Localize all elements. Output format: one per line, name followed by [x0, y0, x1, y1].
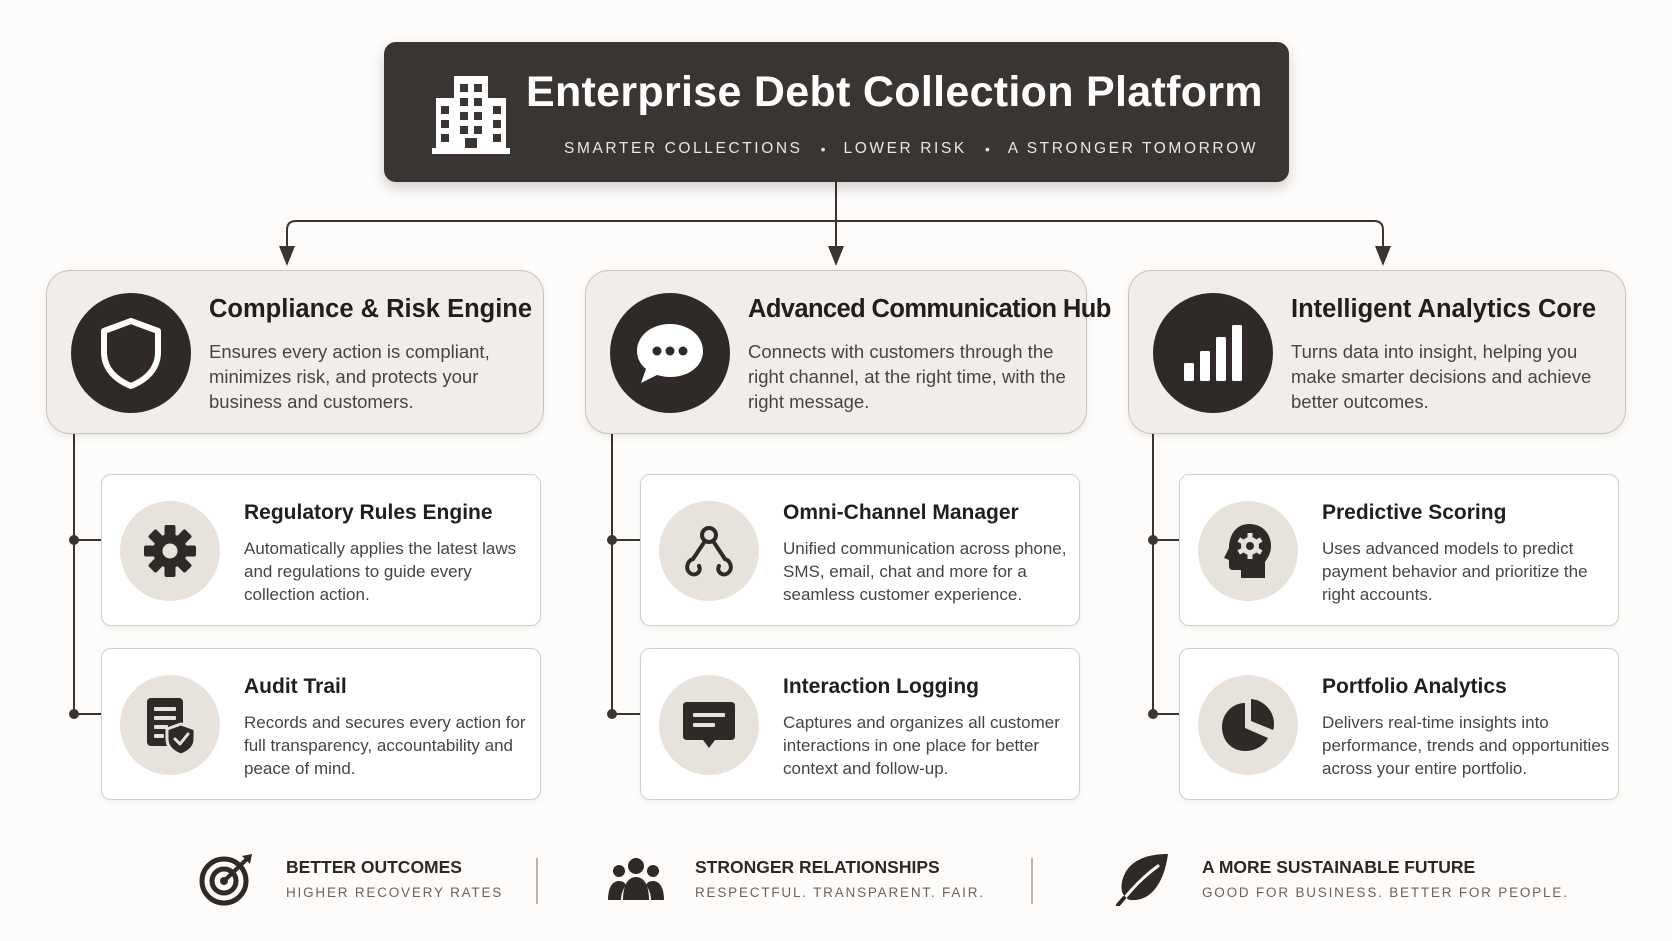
card-portfolio-analytics: Portfolio Analytics Delivers real-time i… [1179, 648, 1619, 800]
sub-card-description: Uses advanced models to predict payment … [1322, 539, 1588, 604]
people-icon [608, 858, 664, 900]
main-icon-circle [1153, 293, 1273, 413]
card-predictive-scoring: Predictive Scoring Uses advanced models … [1179, 474, 1619, 626]
card-audit-trail: Audit Trail Records and secures every ac… [101, 648, 541, 800]
footer-title: BETTER OUTCOMES [286, 857, 462, 877]
card-interaction-logging: Interaction Logging Captures and organiz… [640, 648, 1080, 800]
sub-icon-circle [1198, 675, 1298, 775]
main-card-description: Connects with customers through the righ… [748, 341, 1066, 412]
main-icon-circle [71, 293, 191, 413]
card-intelligent-analytics-core: Intelligent Analytics Core Turns data in… [1128, 270, 1626, 434]
channel-network-icon [685, 526, 733, 577]
page-title: Enterprise Debt Collection Platform [526, 68, 1263, 116]
footer-divider [536, 858, 538, 904]
leaf-icon [1116, 854, 1168, 906]
card-compliance-risk-engine: Compliance & Risk Engine Ensures every a… [46, 270, 544, 434]
sub-card-description: Delivers real-time insights into perform… [1322, 713, 1610, 778]
card-advanced-communication-hub: Advanced Communication Hub Connects with… [585, 270, 1111, 434]
tagline-item: A STRONGER TOMORROW [1007, 140, 1259, 157]
footer-title: A MORE SUSTAINABLE FUTURE [1202, 857, 1476, 877]
header-tagline: SMARTER COLLECTIONS • LOWER RISK • A STR… [564, 140, 1255, 158]
card-omni-channel-manager: Omni-Channel Manager Unified communicati… [640, 474, 1080, 626]
sub-card-title: Omni-Channel Manager [783, 501, 1019, 524]
sub-icon-circle [1198, 501, 1298, 601]
footer-sustainable-future: A MORE SUSTAINABLE FUTURE GOOD FOR BUSIN… [1114, 848, 1567, 912]
main-icon-circle [610, 293, 730, 413]
footer-subtitle: HIGHER RECOVERY RATES [286, 885, 504, 900]
footer-divider [1031, 858, 1033, 904]
main-card-title: Intelligent Analytics Core [1291, 295, 1597, 323]
footer-subtitle: GOOD FOR BUSINESS. BETTER FOR PEOPLE. [1202, 885, 1569, 900]
main-card-description: Turns data into insight, helping you mak… [1291, 341, 1592, 412]
main-card-description: Ensures every action is compliant, minim… [209, 341, 490, 412]
bar-chart-icon [1184, 325, 1242, 381]
sub-card-description: Captures and organizes all customer inte… [783, 713, 1060, 778]
gear-icon [144, 525, 196, 577]
sub-card-description: Records and secures every action for ful… [244, 713, 526, 778]
sub-card-title: Interaction Logging [783, 675, 979, 698]
tagline-separator: • [820, 141, 826, 157]
sub-icon-circle [659, 501, 759, 601]
shield-icon [101, 318, 161, 389]
main-card-title: Compliance & Risk Engine [209, 295, 533, 323]
document-shield-icon [147, 698, 197, 756]
pie-chart-icon [1222, 699, 1274, 751]
sub-icon-circle [659, 675, 759, 775]
footer-stronger-relationships: STRONGER RELATIONSHIPS RESPECTFUL. TRANS… [607, 848, 1007, 912]
footer-better-outcomes: BETTER OUTCOMES HIGHER RECOVERY RATES [198, 848, 528, 912]
footer-subtitle: RESPECTFUL. TRANSPARENT. FAIR. [695, 885, 985, 900]
building-icon [432, 76, 510, 154]
sub-card-title: Predictive Scoring [1322, 501, 1507, 524]
sub-card-title: Audit Trail [244, 675, 347, 698]
header-banner: Enterprise Debt Collection Platform SMAR… [384, 42, 1289, 182]
footer-title: STRONGER RELATIONSHIPS [695, 857, 940, 877]
tagline-item: SMARTER COLLECTIONS [564, 140, 803, 157]
card-regulatory-rules-engine: Regulatory Rules Engine Automatically ap… [101, 474, 541, 626]
sub-icon-circle [120, 675, 220, 775]
message-log-icon [683, 702, 735, 748]
tagline-item: LOWER RISK [843, 140, 967, 157]
main-card-title: Advanced Communication Hub [748, 295, 1111, 323]
sub-card-title: Portfolio Analytics [1322, 675, 1507, 698]
head-gear-icon [1224, 524, 1271, 578]
sub-card-description: Automatically applies the latest laws an… [244, 539, 517, 604]
chat-bubble-icon [637, 324, 703, 383]
tagline-separator: • [984, 141, 990, 157]
sub-card-description: Unified communication across phone, SMS,… [783, 539, 1067, 604]
sub-card-title: Regulatory Rules Engine [244, 501, 493, 524]
sub-icon-circle [120, 501, 220, 601]
target-icon [199, 854, 252, 906]
